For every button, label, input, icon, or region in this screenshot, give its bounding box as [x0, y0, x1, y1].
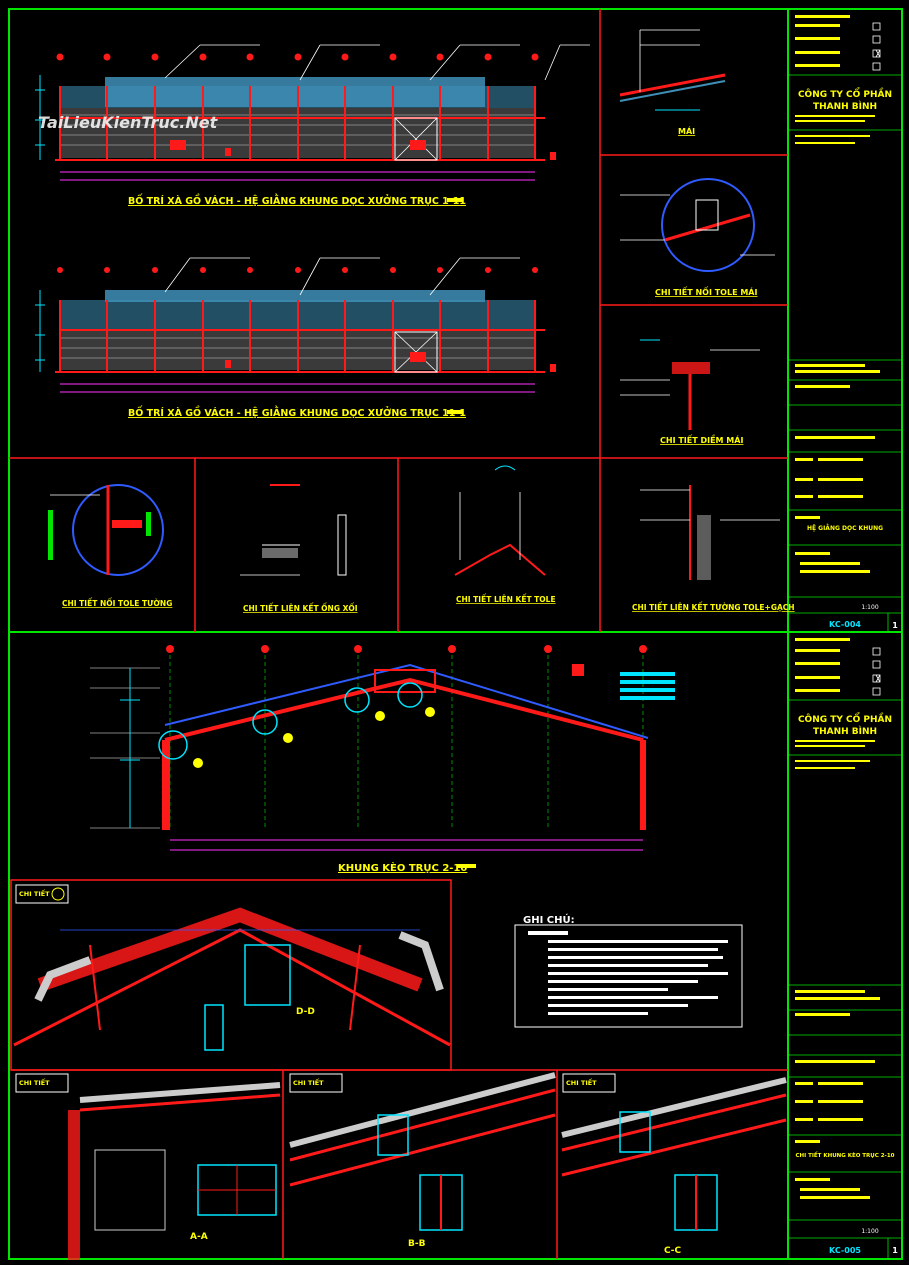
scale-1: 1:100 — [861, 604, 878, 611]
tole-roof-title: CHI TIẾT NỐI TOLE MÁI — [655, 285, 757, 297]
eave-detail — [620, 339, 760, 430]
drawing-title-2: CHI TIẾT KHUNG KÈO TRỤC 2-10 — [796, 1151, 895, 1159]
elevation-2-title: BỐ TRÍ XÀ GỒ VÁCH - HỆ GIẰNG KHUNG DỌC X… — [128, 406, 466, 419]
elevation-1-title: BỐ TRÍ XÀ GỒ VÁCH - HỆ GIẰNG KHUNG DỌC X… — [128, 194, 466, 207]
truss-title-marker — [458, 864, 476, 868]
outer-frame — [8, 8, 903, 1260]
bottom-panel-borders — [10, 879, 788, 1259]
wall-tole-detail — [48, 484, 164, 576]
tole-roof-detail — [620, 178, 775, 272]
watermark: TaiLieuKienTruc.Net — [38, 113, 219, 132]
pipe-detail — [240, 484, 347, 576]
company-line1-a: CÔNG TY CỔ PHẦN — [798, 87, 892, 100]
section-dd-label: D-D — [296, 1007, 315, 1017]
company-line2-b: THANH BÌNH — [813, 725, 877, 737]
sheet-no-2: 1 — [892, 1246, 898, 1255]
company-line1-b: CÔNG TY CỔ PHẦN — [798, 712, 892, 725]
roof-detail-title: MÁI — [678, 125, 695, 136]
elevation-1 — [35, 44, 590, 181]
detail-badge-1 — [15, 884, 69, 904]
section-cc-label: C-C — [664, 1246, 682, 1256]
wall-brick-detail — [640, 485, 780, 580]
pipe-title: CHI TIẾT LIÊN KẾT ỐNG XỐI — [243, 603, 358, 613]
drawing-no-2: KC-005 — [829, 1246, 861, 1255]
detail-badge-2 — [15, 1073, 69, 1093]
elevation-2 — [35, 257, 556, 393]
detail-bb — [289, 1072, 556, 1231]
detail-badge-4-label: CHI TIẾT — [566, 1077, 597, 1087]
titleblock-1 — [788, 15, 902, 632]
detail-badge-3-label: CHI TIẾT — [293, 1077, 324, 1087]
truss-frame — [90, 645, 675, 851]
detail-badge-1-icon — [51, 887, 65, 901]
tole-link-detail — [454, 465, 546, 576]
tole-link-title: CHI TIẾT LIÊN KẾT TOLE — [456, 594, 556, 604]
truss-title: KHUNG KÈO TRỤC 2-10 — [338, 861, 467, 874]
section-bb-label: B-B — [408, 1239, 426, 1249]
scale-2: 1:100 — [861, 1228, 878, 1235]
notes-title: GHI CHÚ: — [523, 913, 575, 926]
detail-badge-4 — [562, 1073, 616, 1093]
detail-badge-3 — [289, 1073, 343, 1093]
notes-lines — [528, 931, 728, 1015]
detail-cc — [561, 1077, 787, 1231]
drawing-no-1: KC-004 — [829, 620, 861, 629]
titleblock-2 — [788, 638, 902, 1259]
wall-tole-title: CHI TIẾT NỐI TOLE TƯỜNG — [62, 598, 172, 608]
notes-box — [514, 924, 743, 1028]
top-panel-borders — [9, 9, 788, 632]
section-aa-label: A-A — [190, 1232, 208, 1242]
roof-detail — [619, 29, 726, 111]
wall-brick-title: CHI TIẾT LIÊN KẾT TƯỜNG TOLE+GẠCH — [632, 602, 795, 612]
sheet-no-1: 1 — [892, 621, 898, 630]
eave-title: CHI TIẾT DIỀM MÁI — [660, 433, 743, 445]
detail-badge-1-label: CHI TIẾT — [19, 888, 50, 898]
drawing-title-1: HỆ GIẰNG DỌC KHUNG — [807, 524, 883, 532]
ridge-detail — [13, 907, 451, 1051]
elevation-1-title-marker — [447, 198, 463, 202]
elevation-2-title-marker — [447, 410, 463, 414]
company-line2-a: THANH BÌNH — [813, 100, 877, 112]
detail-badge-2-label: CHI TIẾT — [19, 1077, 50, 1087]
detail-aa — [68, 1082, 281, 1260]
